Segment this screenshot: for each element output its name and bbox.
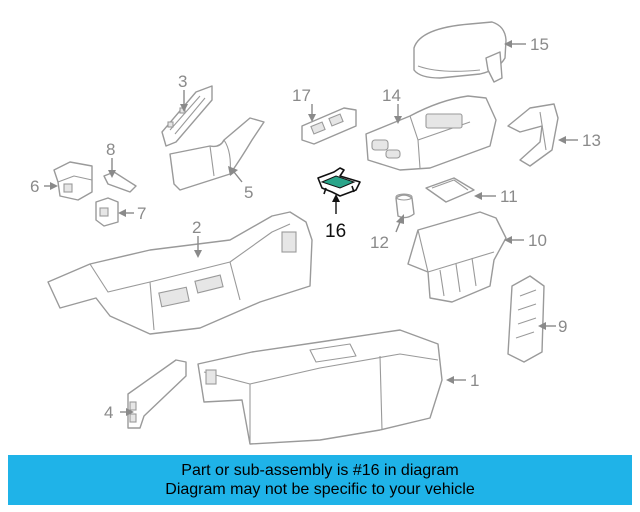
callout-5: 5	[244, 183, 253, 202]
part-6-clip	[53, 161, 93, 201]
part-13-bracket	[507, 103, 559, 167]
part-4-side-trim	[127, 359, 187, 429]
part-9-mat	[507, 275, 545, 363]
callout-4: 4	[104, 403, 113, 422]
callout-17: 17	[292, 86, 311, 105]
callout-2: 2	[192, 218, 201, 237]
info-banner: Part or sub-assembly is #16 in diagram D…	[8, 455, 632, 505]
callout-9: 9	[558, 317, 567, 336]
part-1-console-base	[197, 329, 443, 445]
callout-14: 14	[382, 86, 401, 105]
callout-3: 3	[178, 72, 187, 91]
callout-leaders	[44, 40, 578, 416]
callout-11: 11	[500, 187, 518, 206]
part-17-switch-bezel	[301, 107, 357, 145]
part-16-highlighted-bracket	[317, 167, 361, 197]
banner-line-part: Part or sub-assembly is #16 in diagram	[181, 462, 459, 479]
parts-diagram: 3 8 6 7 5 2 17 14 15 13 11 12 10 9 4 1 1…	[30, 21, 601, 445]
callout-7: 7	[137, 204, 146, 223]
callout-6: 6	[30, 177, 39, 196]
callout-16-highlighted: 16	[325, 221, 346, 242]
banner-line-disclaimer: Diagram may not be specific to your vehi…	[165, 481, 475, 498]
part-12-cylinder	[395, 193, 415, 219]
part-15-armrest-lid	[413, 21, 507, 83]
part-14-console-upper	[365, 95, 497, 171]
callout-10: 10	[528, 231, 547, 250]
callout-15: 15	[530, 35, 549, 54]
part-11-pad	[425, 177, 475, 203]
part-3-side-panel	[161, 85, 213, 147]
callout-12: 12	[370, 233, 389, 252]
part-8-trim	[103, 171, 137, 193]
part-10-storage-bin	[407, 211, 507, 303]
callout-1: 1	[470, 371, 479, 390]
callout-13: 13	[582, 131, 601, 150]
part-7-clip	[95, 197, 119, 227]
part-2-console-frame	[47, 211, 313, 335]
callout-8: 8	[106, 140, 115, 159]
